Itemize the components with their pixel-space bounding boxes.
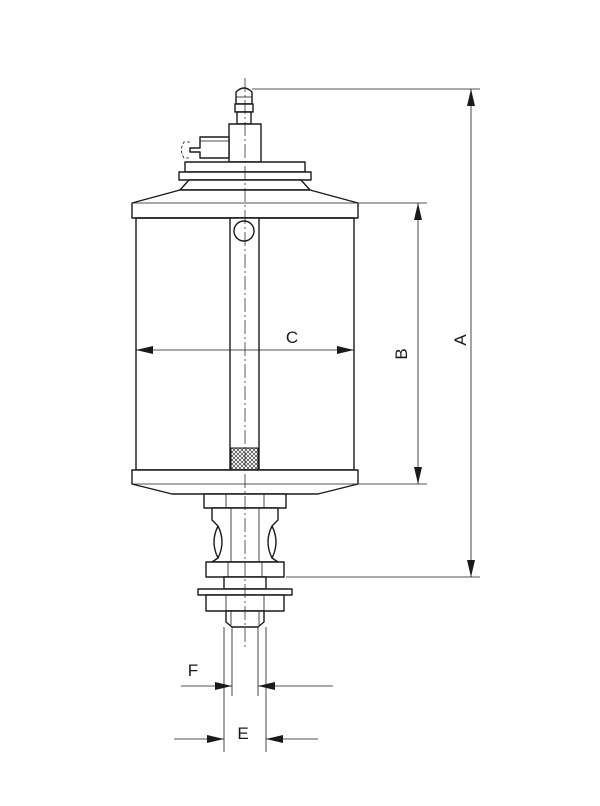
dimension-f: F <box>181 627 333 696</box>
dimension-label-f: F <box>188 661 198 680</box>
dimension-label-c: C <box>286 328 298 347</box>
dimension-e: E <box>174 627 318 752</box>
sight-tube <box>229 217 260 471</box>
dimension-c: C <box>136 328 354 354</box>
reservoir-body <box>135 217 355 471</box>
dimension-label-e: E <box>237 724 248 743</box>
dimension-label-b: B <box>392 348 411 359</box>
dimension-label-a: A <box>451 334 470 346</box>
dimension-a: A <box>252 88 480 578</box>
level-indicator <box>233 220 255 242</box>
filter-mesh <box>230 447 259 471</box>
dimension-b: B <box>358 202 427 485</box>
top-cover <box>131 189 359 219</box>
